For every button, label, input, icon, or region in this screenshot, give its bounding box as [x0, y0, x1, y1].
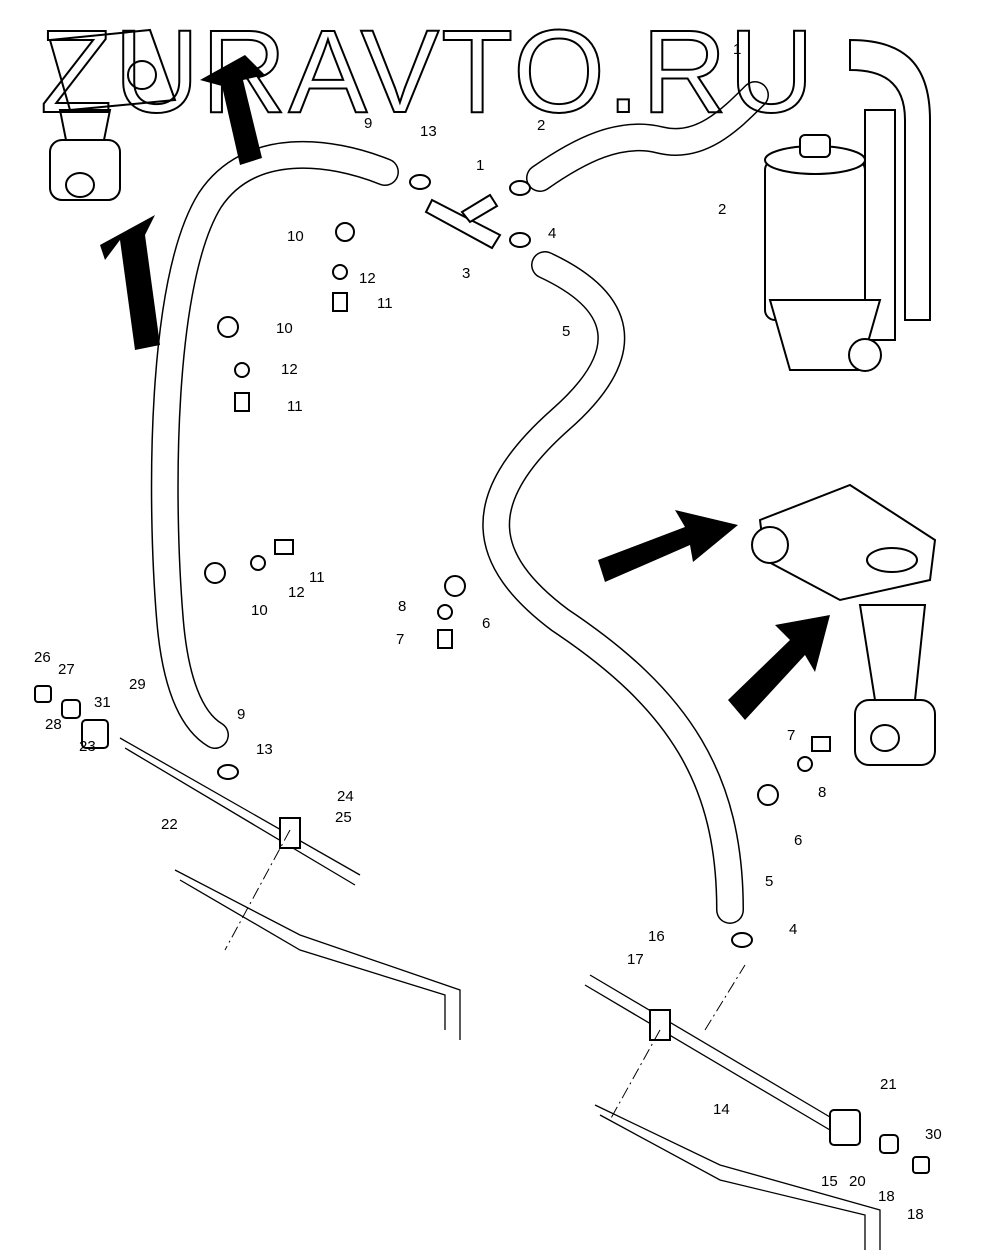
- callout-23: 23: [79, 738, 96, 755]
- callout-12: 12: [359, 270, 376, 287]
- callout-20: 20: [849, 1173, 866, 1190]
- watermark: ZURAVTO.RU: [40, 6, 816, 138]
- callout-7: 7: [787, 727, 795, 744]
- callout-14: 14: [713, 1101, 730, 1118]
- callout-24: 24: [337, 788, 354, 805]
- callout-21: 21: [880, 1076, 897, 1093]
- callout-25: 25: [335, 809, 352, 826]
- callout-30: 30: [925, 1126, 942, 1143]
- callout-12: 12: [288, 584, 305, 601]
- callout-27: 27: [58, 661, 75, 678]
- callout-2: 2: [537, 117, 545, 134]
- fasteners: [34, 174, 930, 1174]
- callout-22: 22: [161, 816, 178, 833]
- callout-6: 6: [794, 832, 802, 849]
- callout-13: 13: [420, 123, 437, 140]
- callout-10: 10: [251, 602, 268, 619]
- tie-rod-22: [81, 719, 461, 1040]
- callout-4: 4: [789, 921, 797, 938]
- callout-10: 10: [276, 320, 293, 337]
- callout-1: 1: [733, 41, 741, 58]
- callout-16: 16: [648, 928, 665, 945]
- hose-9: [150, 140, 399, 749]
- callout-2: 2: [718, 201, 726, 218]
- callout-18: 18: [907, 1206, 924, 1223]
- callout-7: 7: [396, 631, 404, 648]
- steering-cylinder-right: [751, 483, 937, 766]
- callout-11: 11: [309, 569, 325, 586]
- callout-11: 11: [377, 295, 393, 312]
- callout-31: 31: [94, 694, 111, 711]
- callout-10: 10: [287, 228, 304, 245]
- callout-26: 26: [34, 649, 51, 666]
- black-direction-arrow: [100, 55, 830, 720]
- callout-29: 29: [129, 676, 146, 693]
- callout-18: 18: [878, 1188, 895, 1205]
- tie-rod-14: [584, 964, 881, 1250]
- callout-5: 5: [562, 323, 570, 340]
- callout-9: 9: [237, 706, 245, 723]
- callout-17: 17: [627, 951, 644, 968]
- callout-8: 8: [398, 598, 406, 615]
- callout-15: 15: [821, 1173, 838, 1190]
- callout-6: 6: [482, 615, 490, 632]
- callout-11: 11: [287, 398, 303, 415]
- hose-2: [526, 81, 769, 192]
- callout-9: 9: [364, 115, 372, 132]
- pump-assembly: [764, 38, 931, 372]
- callout-1: 1: [476, 157, 484, 174]
- callout-3: 3: [462, 265, 470, 282]
- steering-cylinder-top-left: [48, 28, 177, 201]
- hose-5: [482, 251, 744, 924]
- callout-5: 5: [765, 873, 773, 890]
- t-connector-3: [424, 193, 502, 250]
- callout-4: 4: [548, 225, 556, 242]
- callout-28: 28: [45, 716, 62, 733]
- callout-12: 12: [281, 361, 298, 378]
- callout-8: 8: [818, 784, 826, 801]
- callout-13: 13: [256, 741, 273, 758]
